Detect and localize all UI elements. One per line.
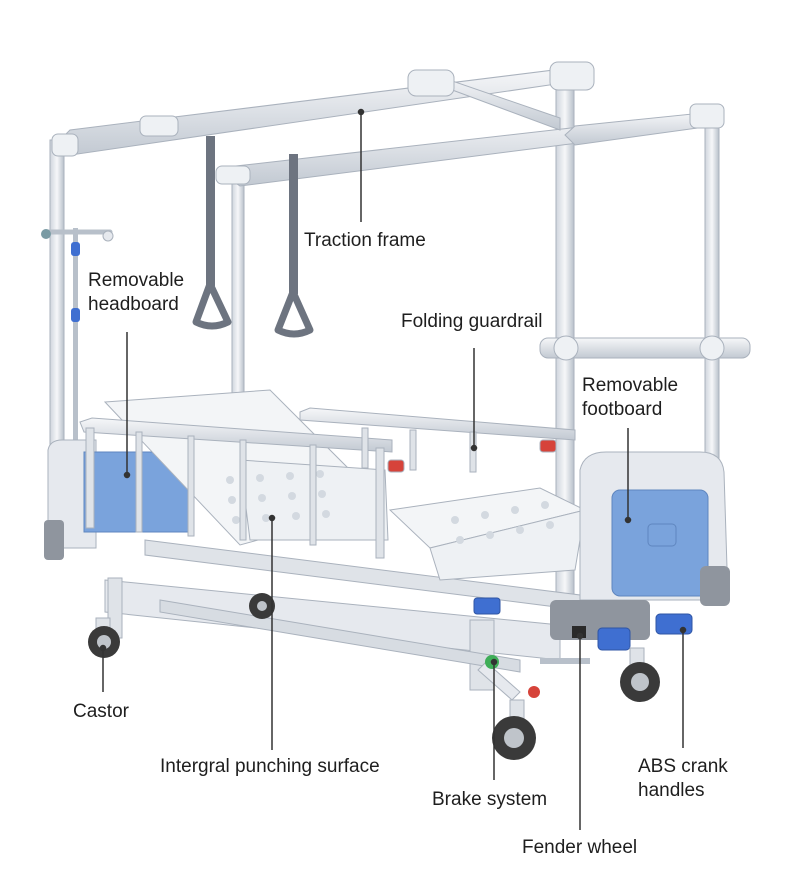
label-intergral-punching-surface: Intergral punching surface [160,756,380,777]
traction-frame [49,61,751,606]
label-fender-wheel: Fender wheel [522,837,638,858]
label-removable-footboard: Removable footboard [582,374,678,422]
castors [88,593,660,760]
leader-lines [99,108,687,830]
label-abs-crank-handles-line-2: handles [638,780,705,801]
label-castor: Castor [73,701,129,722]
label-removable-headboard-line-1: Removable [88,270,185,291]
label-traction-frame: Traction frame [304,230,426,251]
label-removable-headboard: Removable headboard [88,269,184,317]
label-removable-headboard-line-2: headboard [88,294,179,315]
folding-guardrail [79,407,576,559]
iv-pole [41,228,114,528]
label-brake-system: Brake system [432,789,548,810]
label-removable-footboard-line-2: footboard [582,399,663,420]
label-removable-footboard-line-1: Removable [582,375,679,396]
abs-crank-handles [473,597,693,651]
traction-handles [192,136,314,338]
label-folding-guardrail: Folding guardrail [401,311,543,332]
label-abs-crank-handles-line-1: ABS crank [638,756,728,777]
label-abs-crank-handles: ABS crank handles [638,755,728,803]
footboard [550,451,730,640]
